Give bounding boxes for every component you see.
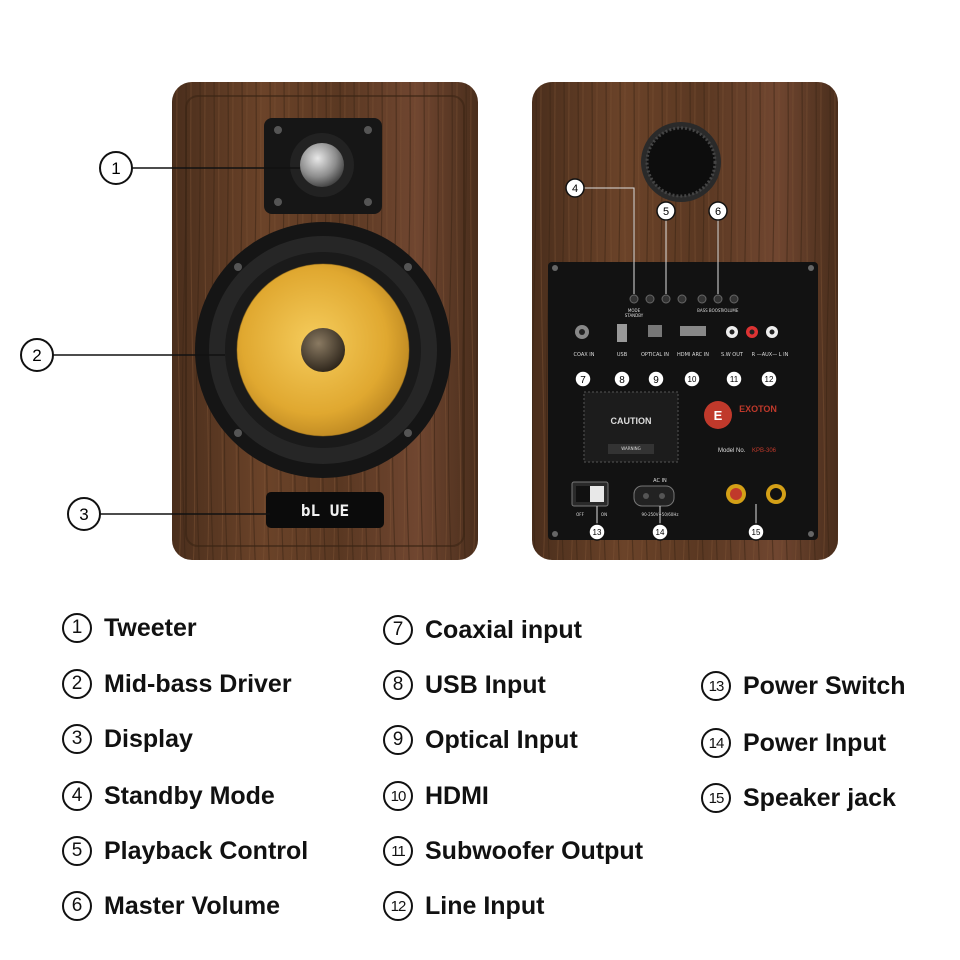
switch-off-label: OFF [576, 512, 584, 517]
legend-label: Display [104, 725, 193, 754]
legend-item-power-switch: 13 Power Switch [701, 669, 906, 703]
legend-number: 10 [383, 781, 413, 811]
legend-item-tweeter: 1 Tweeter [62, 611, 197, 645]
legend-item-standby-mode: 4 Standby Mode [62, 779, 275, 813]
legend-label: Mid-bass Driver [104, 670, 292, 699]
model-value: KPB-306 [752, 448, 777, 454]
tweeter [264, 118, 382, 214]
legend-item-subwoofer-output: 11 Subwoofer Output [383, 834, 643, 868]
port-optical-label: OPTICAL IN [641, 352, 669, 358]
legend-item-playback-control: 5 Playback Control [62, 834, 308, 868]
legend-label: Subwoofer Output [425, 837, 643, 866]
legend-number: 4 [62, 781, 92, 811]
legend-number: 3 [62, 724, 92, 754]
port-sw-label: S.W OUT [721, 352, 744, 358]
callout-14-number: 14 [656, 528, 665, 537]
callout-7-number: 7 [580, 375, 586, 386]
callout-9-number: 9 [653, 375, 659, 386]
callout-9: 9 [648, 371, 664, 387]
legend-label: Power Input [743, 729, 886, 758]
switch-on-label: ON [601, 512, 607, 517]
caution-title: CAUTION [611, 416, 652, 426]
callout-11-number: 11 [730, 375, 739, 384]
legend-number: 11 [383, 836, 413, 866]
legend-label: Master Volume [104, 892, 280, 921]
brand-name: EXOTON [739, 404, 777, 414]
legend-number: 15 [701, 783, 731, 813]
legend-item-display: 3 Display [62, 722, 193, 756]
legend-label: USB Input [425, 671, 546, 700]
legend-number: 1 [62, 613, 92, 643]
legend-item-optical-input: 9 Optical Input [383, 723, 578, 757]
callout-8: 8 [614, 371, 630, 387]
callout-12-number: 12 [765, 375, 774, 384]
legend-label: Tweeter [104, 614, 197, 643]
port-line-label: R —AUX— L IN [752, 352, 789, 358]
legend-label: Power Switch [743, 672, 906, 701]
callout-4-number: 4 [572, 183, 578, 195]
btn-standby-label: STANDBY [625, 313, 644, 318]
legend-item-mid-bass-driver: 2 Mid-bass Driver [62, 667, 292, 701]
bass-port [641, 122, 721, 202]
legend-number: 7 [383, 615, 413, 645]
legend-item-coaxial-input: 7 Coaxial input [383, 613, 582, 647]
front-speaker: bL UE 1 2 3 [21, 82, 478, 560]
legend-number: 12 [383, 891, 413, 921]
callout-13-number: 13 [593, 528, 602, 537]
legend-number: 2 [62, 669, 92, 699]
brand-icon: E [714, 408, 723, 423]
legend-label: HDMI [425, 782, 489, 811]
callout-15-number: 15 [752, 528, 761, 537]
port-hdmi-label: HDMI ARC IN [677, 352, 709, 358]
callout-1-number: 1 [111, 159, 120, 178]
legend-number: 8 [383, 670, 413, 700]
btn-volume-label: VOLUME [722, 308, 739, 313]
btn-bass-label: BASS BOOST [697, 308, 723, 313]
legend-item-hdmi: 10 HDMI [383, 779, 489, 813]
callout-12: 12 [761, 371, 777, 387]
rear-speaker: MODE STANDBY BASS BOOST VOLUME COAX IN U… [532, 82, 838, 560]
legend-item-speaker-jack: 15 Speaker jack [701, 781, 896, 815]
callout-2-number: 2 [32, 346, 41, 365]
display: bL UE [266, 492, 384, 528]
port-usb-label: USB [617, 352, 628, 358]
legend-label: Standby Mode [104, 782, 275, 811]
ac-in-label: AC IN [653, 478, 667, 484]
legend-item-power-input: 14 Power Input [701, 726, 886, 760]
port-coax-label: COAX IN [574, 352, 595, 358]
legend-number: 6 [62, 891, 92, 921]
callout-5-number: 5 [663, 206, 669, 218]
callout-8-number: 8 [619, 375, 625, 386]
legend-number: 14 [701, 728, 731, 758]
legend-item-master-volume: 6 Master Volume [62, 889, 280, 923]
callout-3-number: 3 [79, 505, 88, 524]
legend-number: 9 [383, 725, 413, 755]
model-label: Model No. [718, 448, 746, 454]
warning-title: WARNING [621, 446, 641, 451]
display-text: bL UE [301, 501, 349, 520]
legend-label: Coaxial input [425, 616, 582, 645]
legend-label: Speaker jack [743, 784, 896, 813]
legend-label: Line Input [425, 892, 544, 921]
mid-bass-driver [195, 222, 451, 478]
caution-label: CAUTION WARNING [584, 392, 678, 462]
legend-item-line-input: 12 Line Input [383, 889, 544, 923]
legend-label: Playback Control [104, 837, 308, 866]
legend-label: Optical Input [425, 726, 578, 755]
legend-number: 5 [62, 836, 92, 866]
callout-10: 10 [684, 371, 700, 387]
callout-10-number: 10 [688, 375, 697, 384]
speaker-illustration: bL UE 1 2 3 [0, 0, 960, 580]
legend-item-usb-input: 8 USB Input [383, 668, 546, 702]
callout-7: 7 [575, 371, 591, 387]
legend-number: 13 [701, 671, 731, 701]
callout-11: 11 [726, 371, 742, 387]
callout-6-number: 6 [715, 206, 721, 218]
